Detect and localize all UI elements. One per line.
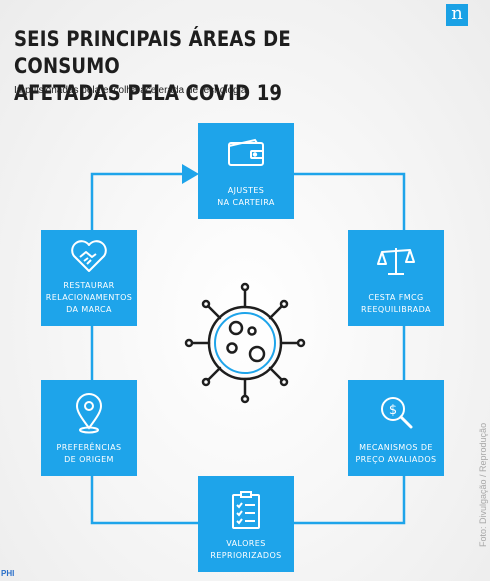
title-line-2: AFETADAS PELA COVID 19 (14, 81, 283, 105)
wallet-icon (228, 138, 264, 166)
area-box-pricing: $ MECANISMOS DE PREÇO AVALIADOS (348, 380, 444, 476)
connector-segment (294, 476, 406, 525)
area-label: VALORES REPRIORIZADOS (210, 539, 282, 560)
balance-scale-icon (377, 248, 415, 275)
svg-text:$: $ (389, 403, 397, 418)
brand-logo: n (446, 4, 468, 26)
photo-credit: Foto: Divulgação / Reprodução (478, 422, 488, 547)
area-box-fmcg: CESTA FMCG REEQUILIBRADA (348, 230, 444, 326)
area-label: CESTA FMCG REEQUILIBRADA (361, 293, 431, 314)
corner-label: PHI (1, 569, 15, 578)
page-subtitle: Impulsionadas pela escolha acelerada de … (14, 85, 247, 96)
connector-segment (90, 476, 198, 525)
heart-handshake-icon (71, 240, 107, 272)
map-pin-icon (75, 393, 103, 434)
connector-segment (246, 172, 406, 230)
magnifier-dollar-icon: $ (381, 397, 413, 429)
area-label: RESTAURAR RELACIONAMENTOS DA MARCA (45, 281, 133, 314)
title-line-1: SEIS PRINCIPAIS ÁREAS DE CONSUMO (14, 27, 291, 78)
area-label: MECANISMOS DE PREÇO AVALIADOS (355, 443, 437, 464)
checklist-icon (232, 491, 260, 529)
area-label: PREFERÊNCIAS DE ORIGEM (56, 443, 122, 464)
area-box-values: VALORES REPRIORIZADOS (198, 476, 294, 572)
virus-icon (184, 282, 306, 404)
area-box-wallet: AJUSTES NA CARTEIRA (198, 123, 294, 219)
area-box-origin: PREFERÊNCIAS DE ORIGEM (41, 380, 137, 476)
connector-segment (90, 172, 186, 230)
page-title: SEIS PRINCIPAIS ÁREAS DE CONSUMO AFETADA… (14, 26, 341, 107)
area-box-brand: RESTAURAR RELACIONAMENTOS DA MARCA (41, 230, 137, 326)
arrowhead-icon (182, 164, 199, 184)
area-label: AJUSTES NA CARTEIRA (217, 186, 275, 207)
